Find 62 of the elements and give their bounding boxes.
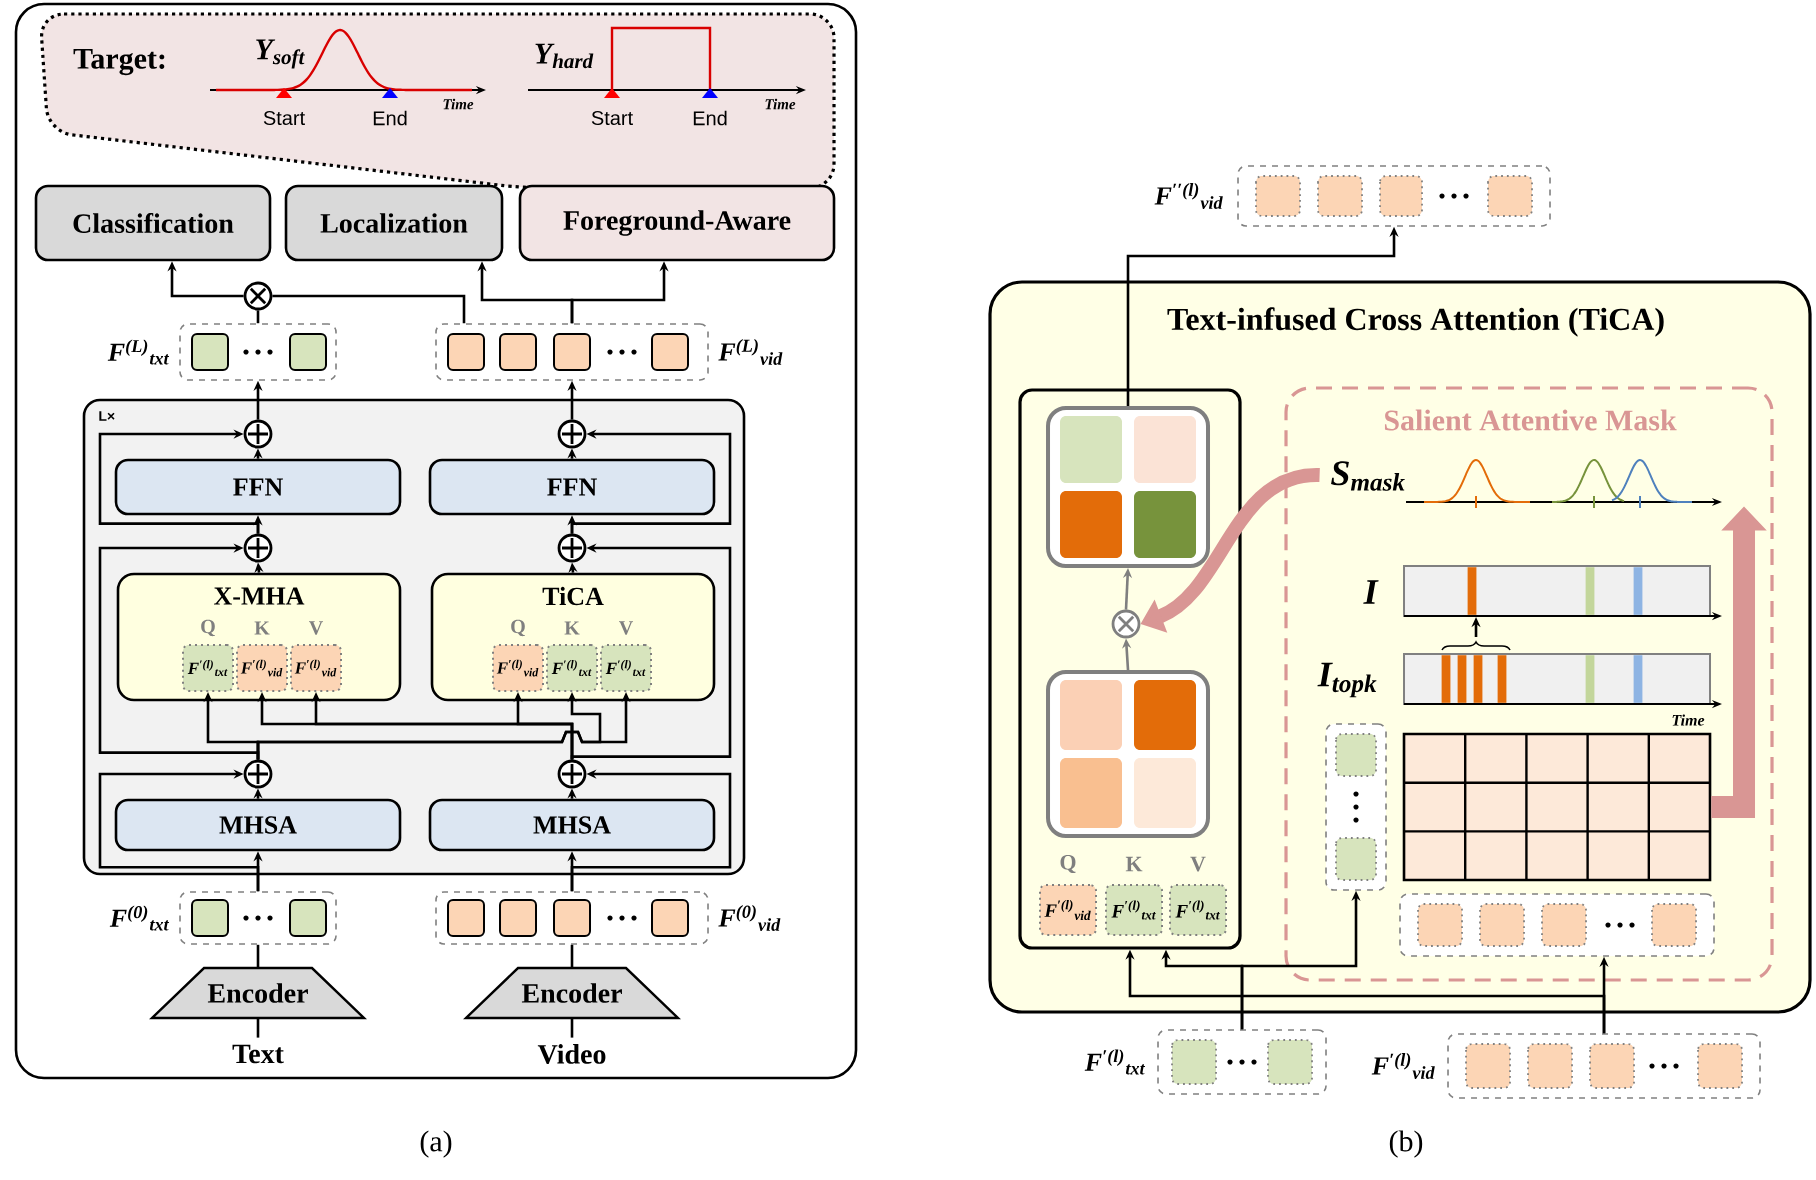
connector-line — [570, 944, 574, 968]
attention-matrix-drawing — [1046, 670, 1210, 838]
add-circle — [243, 419, 273, 449]
add-circle — [557, 759, 587, 789]
qkv-label: Q — [201, 619, 215, 637]
head-box: Foreground-Aware — [518, 184, 836, 262]
qkv-label: K — [564, 621, 580, 635]
similarity-grid — [1402, 732, 1712, 882]
qkv-label: V — [309, 621, 323, 635]
index-label: I — [1363, 580, 1379, 604]
qkv-label: K — [254, 621, 270, 635]
add-circle — [557, 533, 587, 563]
head-box: Classification — [34, 184, 272, 262]
add-circle — [557, 419, 587, 449]
qkv-label: V — [619, 621, 634, 635]
mhsa-box: MHSA — [428, 798, 716, 852]
time-point-label: Start — [591, 110, 633, 126]
region-title: Salient Attentive Mask — [1384, 409, 1677, 431]
input-label: Text — [232, 1044, 284, 1064]
ffn-box: FFN — [428, 458, 716, 516]
qkv-label: Q — [511, 619, 525, 637]
qkv-label: V — [1190, 856, 1206, 872]
ffn-box: FFN — [114, 458, 402, 516]
mask-label: S$_{mask}$ — [1331, 461, 1405, 491]
panel-caption: (b) — [1389, 1130, 1423, 1158]
arrow — [98, 543, 260, 760]
feature-label: F$^{′′(l)}$vid — [1154, 183, 1223, 209]
panel-caption: (a) — [420, 1130, 452, 1158]
feature-label: F$^{′(l)}$vid — [1371, 1053, 1435, 1079]
time-point-label: Start — [263, 110, 305, 126]
arrow — [98, 429, 260, 534]
block-title: X-MHA — [214, 587, 305, 605]
mhsa-box: MHSA — [114, 798, 402, 852]
connector-line — [256, 1018, 260, 1038]
target-label: Target: — [73, 48, 165, 76]
time-point-label: End — [373, 110, 407, 126]
feature-label: F$^{(0)}$vid — [718, 905, 781, 931]
connector-line — [570, 1018, 574, 1038]
input-label: Video — [537, 1044, 606, 1064]
feature-label: F$^{′(l)}$txt — [1084, 1049, 1146, 1075]
feature-label: F$^{(0)}$txt — [109, 905, 170, 931]
qkv-label: Q — [1060, 854, 1076, 874]
qkv-label: K — [1125, 856, 1143, 872]
axis-label: Time — [1672, 714, 1705, 726]
arrow — [98, 769, 260, 892]
connector-line — [256, 310, 260, 324]
signal-label: Y$_{hard}$ — [535, 43, 594, 69]
multiply-circle — [243, 281, 273, 311]
module-title: Text-infused Cross Attention (TiCA) — [1167, 307, 1664, 337]
add-circle — [243, 533, 273, 563]
block-title: TiCA — [542, 586, 604, 606]
connector-line — [272, 294, 466, 324]
head-box: Localization — [284, 184, 504, 262]
attention-matrix-drawing — [1046, 406, 1210, 568]
signal-label: Y$_{soft}$ — [256, 39, 305, 69]
index-label: I$_{topk}$ — [1317, 662, 1377, 698]
connector-line — [256, 944, 260, 968]
add-circle — [243, 759, 273, 789]
time-point-label: End — [693, 110, 727, 126]
feature-label: F$^{(L)}$vid — [718, 339, 783, 365]
multiply-circle — [1111, 609, 1141, 639]
feature-label: F$^{(L)}$txt — [107, 339, 170, 365]
